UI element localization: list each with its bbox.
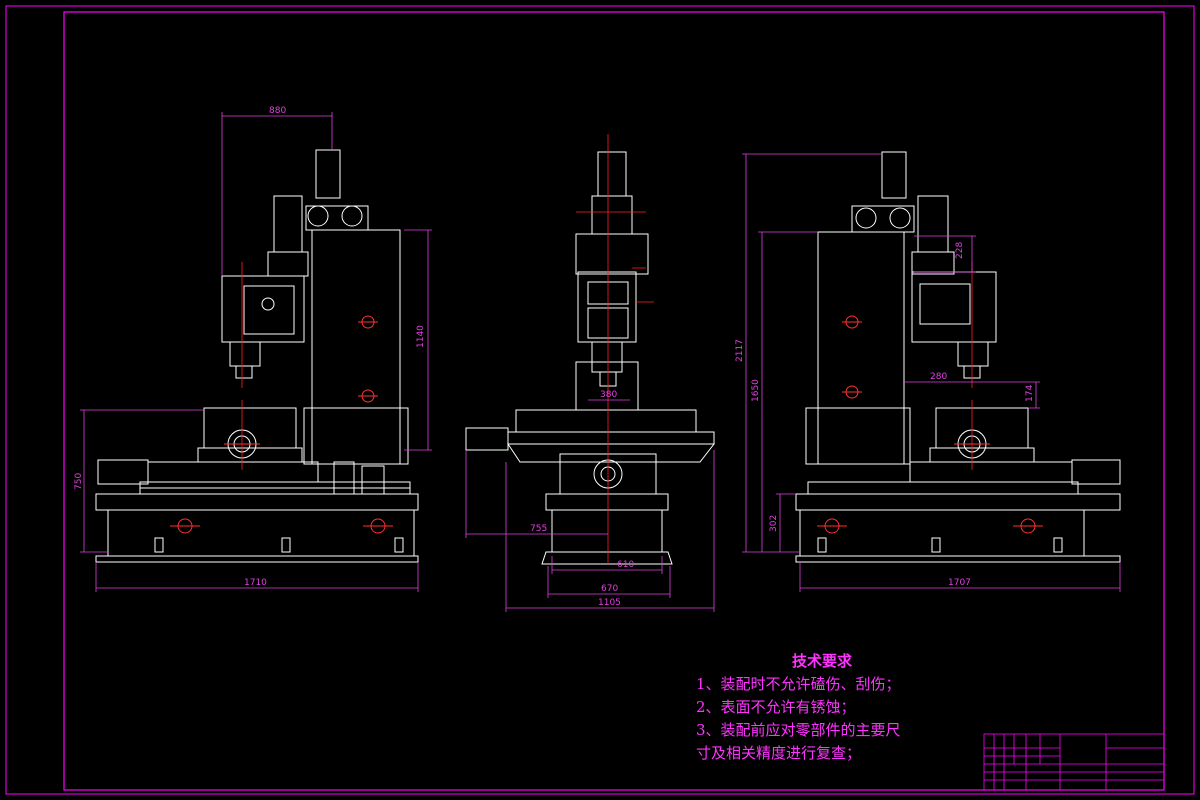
dim-side-left: 755: [530, 524, 547, 534]
rear-base-foot: [795, 555, 1121, 563]
dim-rear-base-height: 302: [769, 515, 779, 532]
rear-base-top: [795, 493, 1121, 511]
front-ram-top: [315, 149, 341, 199]
side-base-top: [545, 493, 669, 511]
dim-rear-total-height: 2117: [735, 339, 745, 362]
side-centerlines: [576, 134, 654, 564]
front-base-foot: [95, 555, 419, 563]
dim-front-width-top: 880: [269, 106, 286, 116]
dim-front-column-height: 1140: [416, 325, 426, 348]
rear-spindle-head: [911, 271, 997, 343]
dim-rear-reach: 280: [930, 372, 947, 382]
rear-motor: [917, 195, 949, 253]
front-base-top: [95, 493, 419, 511]
rear-dimension-lines: [742, 153, 1121, 592]
dim-front-base-height: 750: [74, 473, 84, 490]
dim-rear-offset: 174: [1025, 385, 1035, 402]
side-dimension-lines: [465, 399, 715, 612]
tech-requirements-title: 技术要求: [792, 652, 853, 670]
side-ram-top: [597, 151, 627, 197]
dim-side-base-inner: 610: [617, 560, 634, 570]
side-view: [465, 151, 716, 565]
dim-side-base-mid: 670: [601, 584, 618, 594]
front-axis-left: [97, 459, 149, 485]
drawing-frame: [63, 11, 1165, 791]
dim-rear-column-height: 1650: [751, 379, 761, 402]
rear-view: [795, 151, 1121, 563]
tech-requirement-item: 1、装配时不允许磕伤、刮伤；: [696, 675, 901, 693]
rear-column: [817, 231, 905, 465]
front-column: [311, 229, 401, 465]
front-spindle-head: [221, 275, 305, 343]
tech-requirement-item: 2、表面不允许有锈蚀；: [696, 698, 856, 716]
dim-side-base-total: 1105: [598, 598, 621, 608]
dim-rear-head: 228: [955, 242, 965, 259]
rear-ram-top: [881, 151, 907, 199]
front-dimension-lines: [80, 112, 432, 592]
outer-border: [5, 5, 1195, 795]
technical-requirements: 技术要求 1、装配时不允许磕伤、刮伤； 2、表面不允许有锈蚀； 3、装配前应对零…: [696, 650, 901, 765]
dim-side-spindle: 380: [600, 390, 617, 400]
title-block: [983, 733, 1165, 791]
dim-front-base-width: 1710: [244, 578, 267, 588]
front-view: [95, 149, 419, 563]
side-worktable: [515, 409, 697, 433]
rear-rotary-table: [935, 407, 1029, 449]
rear-base-body: [799, 509, 1085, 557]
tech-requirement-item: 寸及相关精度进行复查；: [696, 744, 862, 762]
front-motor: [273, 195, 303, 253]
dim-rear-base-width: 1707: [948, 578, 971, 588]
tech-requirement-item: 3、装配前应对零部件的主要尺: [696, 721, 901, 739]
front-base-body: [107, 509, 415, 557]
